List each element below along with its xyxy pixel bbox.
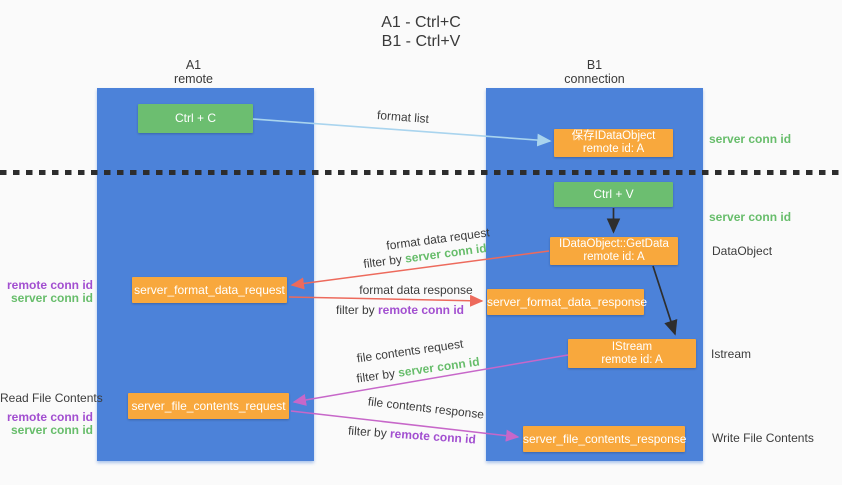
- label-server-conn-id-left2: server conn id: [10, 423, 93, 437]
- lane-b1-header: B1 connection: [486, 58, 703, 86]
- node-server-format-data-request: server_format_data_request: [132, 277, 287, 303]
- node-ctrl-c: Ctrl + C: [138, 104, 253, 133]
- label-filter-prefix-2: filter by: [335, 303, 378, 317]
- label-filter-value-3: server conn id: [397, 354, 481, 380]
- label-remote-conn-id-left1: remote conn id: [6, 278, 93, 292]
- diagram-title-line2: B1 - Ctrl+V: [381, 33, 461, 50]
- label-filter-prefix-1: filter by: [362, 251, 407, 272]
- node-istream-line2: remote id: A: [601, 353, 663, 366]
- arrow-format-data-response: [288, 294, 484, 307]
- label-filter-by-remote-conn-id-2: filter by remote conn id: [342, 423, 483, 447]
- lane-a1-header: A1 remote: [85, 58, 302, 86]
- diagram-title-line1: A1 - Ctrl+C: [381, 14, 461, 31]
- node-idataobject-getdata-line2: remote id: A: [583, 251, 645, 263]
- node-idataobject-getdata: IDataObject::GetData remote id: A: [550, 237, 678, 265]
- node-server-format-data-response-label: server_format_data_response: [487, 295, 648, 309]
- node-server-file-contents-request-label: server_file_contents_request: [131, 399, 286, 413]
- lane-b1-role: connection: [564, 72, 625, 86]
- node-ctrl-v: Ctrl + V: [554, 182, 673, 207]
- label-filter-by-remote-conn-id-1: filter by remote conn id: [330, 303, 470, 317]
- label-dataobject: DataObject: [712, 244, 773, 258]
- node-istream: IStream remote id: A: [568, 339, 696, 368]
- node-istream-line1: IStream: [611, 340, 653, 353]
- lane-a1-name: A1: [185, 58, 202, 72]
- label-format-list: format list: [376, 108, 430, 126]
- node-server-file-contents-response-label: server_file_contents_response: [523, 432, 687, 446]
- node-server-file-contents-response: server_file_contents_response: [523, 426, 687, 452]
- label-filter-value-2: remote conn id: [378, 303, 465, 317]
- label-istream: Istream: [711, 347, 752, 361]
- label-filter-prefix-4: filter by: [347, 423, 391, 441]
- node-save-idataobject-line2: remote id: A: [582, 143, 645, 155]
- label-write-file-contents: Write File Contents: [712, 431, 814, 445]
- lane-b1-name: B1: [586, 58, 603, 72]
- label-server-conn-id-left1: server conn id: [10, 291, 93, 305]
- node-ctrl-v-label: Ctrl + V: [593, 187, 634, 201]
- diagram-title: A1 - Ctrl+C B1 - Ctrl+V: [0, 13, 842, 51]
- label-file-contents-response: file contents response: [367, 394, 485, 422]
- label-read-file-contents: Read File Contents: [0, 391, 103, 405]
- node-server-file-contents-request: server_file_contents_request: [128, 393, 289, 419]
- label-remote-conn-id-left2: remote conn id: [6, 410, 93, 424]
- node-save-idataobject-line1: 保存IDataObject: [571, 130, 656, 142]
- label-filter-value-4: remote conn id: [389, 426, 477, 447]
- lane-a1-role: remote: [174, 72, 213, 86]
- label-format-data-response: format data response: [359, 283, 473, 297]
- node-ctrl-c-label: Ctrl + C: [174, 111, 216, 125]
- label-server-conn-id-mid: server conn id: [709, 210, 792, 224]
- node-server-format-data-request-label: server_format_data_request: [134, 283, 285, 297]
- node-save-idataobject: 保存IDataObject remote id: A: [554, 129, 673, 157]
- node-idataobject-getdata-line1: IDataObject::GetData: [559, 238, 669, 250]
- label-filter-prefix-3: filter by: [355, 365, 400, 386]
- node-server-format-data-response: server_format_data_response: [487, 289, 648, 315]
- label-server-conn-id-top: server conn id: [709, 132, 792, 146]
